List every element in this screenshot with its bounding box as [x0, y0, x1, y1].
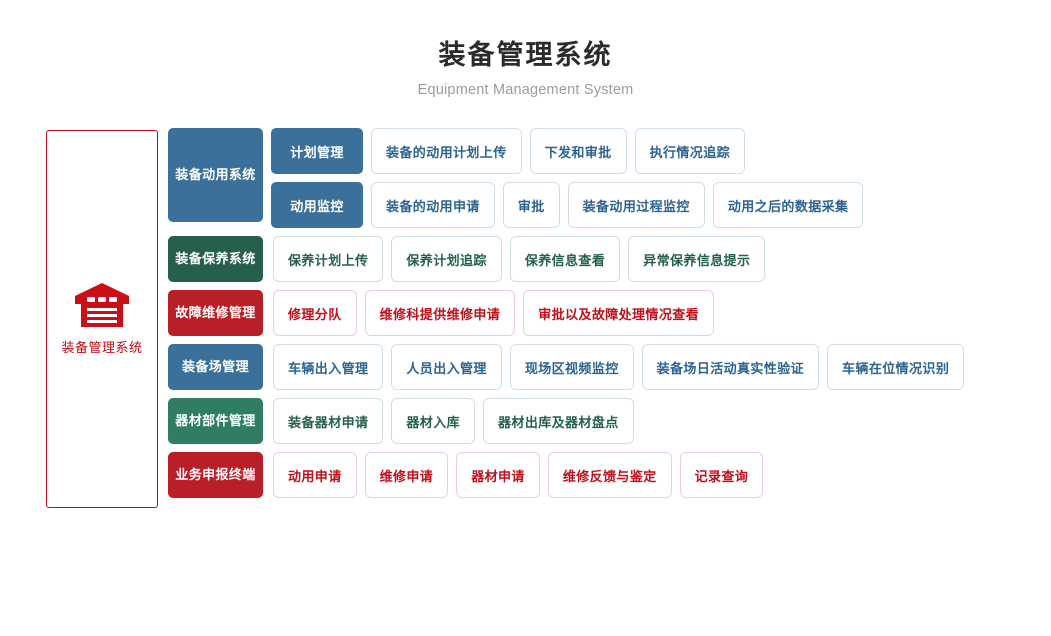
- leaf-card[interactable]: 人员出入管理: [391, 344, 502, 390]
- spacer: [263, 236, 273, 282]
- leaf-card[interactable]: 保养计划上传: [273, 236, 384, 282]
- leaf-card[interactable]: 车辆在位情况识别: [827, 344, 965, 390]
- category-block[interactable]: 业务申报终端: [168, 452, 263, 498]
- diagram-row: 器材部件管理 装备器材申请 器材入库 器材出库及器材盘点: [168, 398, 1048, 444]
- subcategory-line: 计划管理 装备的动用计划上传 下发和审批 执行情况追踪: [271, 128, 863, 174]
- leaf-card[interactable]: 装备动用过程监控: [567, 182, 705, 228]
- spacer: [502, 236, 510, 282]
- leaf-card[interactable]: 记录查询: [679, 452, 764, 498]
- diagram-row: 装备场管理 车辆出入管理 人员出入管理 现场区视频监控 装备场日活动真实性验证 …: [168, 344, 1048, 390]
- leaf-card[interactable]: 执行情况追踪: [634, 128, 746, 174]
- spacer: [819, 344, 827, 390]
- spacer: [357, 452, 365, 498]
- category-block[interactable]: 装备动用系统: [168, 128, 263, 222]
- spacer: [263, 290, 273, 336]
- leaf-card[interactable]: 现场区视频监控: [509, 344, 634, 390]
- spacer: [383, 236, 391, 282]
- spacer: [627, 128, 635, 174]
- leaf-card[interactable]: 装备的动用计划上传: [371, 128, 522, 174]
- page-header: 装备管理系统 Equipment Management System: [0, 38, 1051, 99]
- subcategory-line: 动用监控 装备的动用申请 审批 装备动用过程监控 动用之后的数据采集: [271, 182, 864, 228]
- diagram-row: 装备动用系统 计划管理 装备的动用计划上传 下发和审批 执行情况追踪 动用监控 …: [168, 128, 1048, 228]
- leaf-card[interactable]: 保养信息查看: [509, 236, 621, 282]
- leaf-card[interactable]: 车辆出入管理: [273, 344, 384, 390]
- leaf-card[interactable]: 装备场日活动真实性验证: [641, 344, 820, 390]
- leaf-card[interactable]: 装备的动用申请: [371, 182, 495, 228]
- category-block[interactable]: 故障维修管理: [168, 290, 263, 336]
- root-system-panel[interactable]: 装备管理系统: [46, 130, 158, 508]
- leaf-card[interactable]: 保养计划追踪: [391, 236, 502, 282]
- system-diagram: 装备动用系统 计划管理 装备的动用计划上传 下发和审批 执行情况追踪 动用监控 …: [168, 128, 1048, 498]
- leaf-card[interactable]: 修理分队: [273, 290, 357, 336]
- subcategory-block[interactable]: 计划管理: [271, 128, 363, 174]
- spacer: [475, 398, 483, 444]
- spacer: [383, 398, 391, 444]
- spacer: [263, 344, 273, 390]
- leaf-card[interactable]: 审批以及故障处理情况查看: [523, 290, 715, 336]
- spacer: [540, 452, 548, 498]
- leaf-card[interactable]: 维修申请: [364, 452, 449, 498]
- spacer: [363, 128, 371, 174]
- leaf-card[interactable]: 下发和审批: [529, 128, 627, 174]
- spacer: [448, 452, 456, 498]
- leaf-card[interactable]: 器材出库及器材盘点: [483, 398, 634, 444]
- subcategory-block[interactable]: 动用监控: [271, 182, 363, 228]
- category-block[interactable]: 装备场管理: [168, 344, 263, 390]
- root-system-label: 装备管理系统: [61, 340, 143, 355]
- leaf-card[interactable]: 器材入库: [391, 398, 476, 444]
- spacer: [620, 236, 628, 282]
- spacer: [672, 452, 680, 498]
- leaf-card[interactable]: 异常保养信息提示: [628, 236, 766, 282]
- leaf-card[interactable]: 审批: [502, 182, 560, 228]
- spacer: [363, 182, 371, 228]
- category-block[interactable]: 装备保养系统: [168, 236, 263, 282]
- diagram-row: 装备保养系统 保养计划上传 保养计划追踪 保养信息查看 异常保养信息提示: [168, 236, 1048, 282]
- spacer: [263, 128, 271, 228]
- leaf-card[interactable]: 维修反馈与鉴定: [547, 452, 672, 498]
- spacer: [502, 344, 510, 390]
- leaf-card[interactable]: 维修科提供维修申请: [364, 290, 516, 336]
- warehouse-icon: [74, 282, 130, 328]
- diagram-row: 业务申报终端 动用申请 维修申请 器材申请 维修反馈与鉴定 记录查询: [168, 452, 1048, 498]
- leaf-card[interactable]: 动用申请: [273, 452, 357, 498]
- leaf-card[interactable]: 器材申请: [456, 452, 540, 498]
- spacer: [263, 398, 273, 444]
- page-subtitle: Equipment Management System: [417, 82, 634, 98]
- leaf-card[interactable]: 装备器材申请: [273, 398, 384, 444]
- spacer: [357, 290, 365, 336]
- spacer: [522, 128, 530, 174]
- page-title: 装备管理系统: [438, 40, 613, 70]
- leaf-card[interactable]: 动用之后的数据采集: [712, 182, 864, 228]
- spacer: [263, 452, 273, 498]
- spacer: [383, 344, 391, 390]
- category-block[interactable]: 器材部件管理: [168, 398, 263, 444]
- subcategory-stack: 计划管理 装备的动用计划上传 下发和审批 执行情况追踪 动用监控 装备的动用申请…: [271, 128, 864, 228]
- spacer: [634, 344, 642, 390]
- spacer: [495, 182, 503, 228]
- spacer: [515, 290, 523, 336]
- diagram-row: 故障维修管理 修理分队 维修科提供维修申请 审批以及故障处理情况查看: [168, 290, 1048, 336]
- spacer: [560, 182, 568, 228]
- spacer: [705, 182, 713, 228]
